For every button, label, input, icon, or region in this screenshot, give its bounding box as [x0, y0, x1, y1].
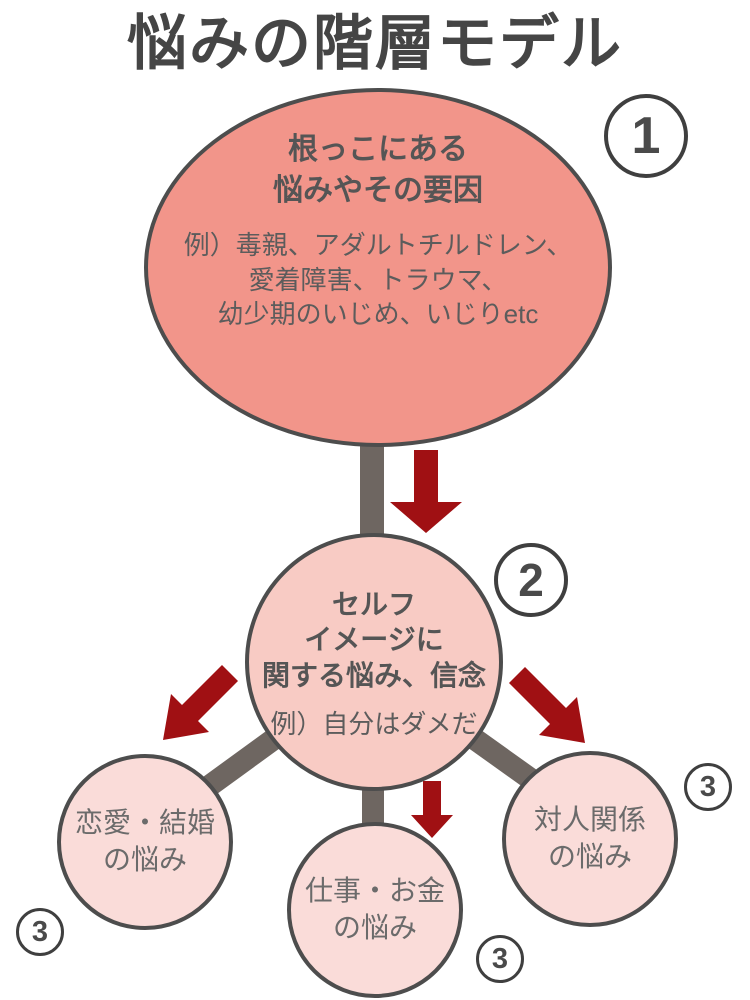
relationships-circle: 対人関係 の悩み	[502, 751, 678, 927]
relationships-badge: 3	[684, 763, 732, 811]
self-image-heading-line1: セルフ	[331, 588, 416, 620]
relationships-label-line1: 対人関係	[533, 804, 646, 836]
level2-badge: 2	[494, 543, 568, 617]
root-cause-example-line3: 幼少期のいじめ、いじりetc	[217, 299, 539, 330]
self-image-heading-line2: イメージに	[304, 624, 444, 656]
work-money-badge: 3	[476, 935, 524, 983]
root-cause-heading-line1: 根っこにある	[288, 133, 468, 166]
self-image-heading-line3: 関する悩み、信念	[261, 659, 486, 691]
down-left-arrow-icon	[163, 665, 238, 740]
root-cause-ellipse: 根っこにある 悩みやその要因 例）毒親、アダルトチルドレン、 愛着障害、トラウマ…	[144, 88, 612, 447]
self-image-example: 例）自分はダメだ	[270, 709, 478, 740]
self-image-circle: セルフ イメージに 関する悩み、信念 例）自分はダメだ	[245, 533, 503, 791]
self-image-heading: セルフ イメージに 関する悩み、信念	[262, 587, 486, 694]
small-down-arrow-icon	[411, 781, 453, 838]
root-cause-heading-line2: 悩みやその要因	[273, 173, 483, 207]
root-cause-example-line1: 例）毒親、アダルトチルドレン、	[183, 230, 573, 260]
down-right-arrow-icon	[509, 667, 585, 743]
work-money-badge-number: 3	[491, 942, 509, 975]
page-title: 悩みの階層モデル	[127, 10, 623, 77]
root-cause-examples: 例）毒親、アダルトチルドレン、 愛着障害、トラウマ、 幼少期のいじめ、いじりet…	[184, 228, 572, 332]
work-money-label-line2: の悩み	[332, 912, 417, 943]
love-marriage-circle: 恋愛・結婚 の悩み	[57, 754, 233, 930]
love-marriage-label-line1: 恋愛・結婚	[74, 807, 215, 839]
root-cause-example-line2: 愛着障害、トラウマ、	[248, 264, 508, 295]
relationships-badge-number: 3	[699, 770, 717, 803]
love-marriage-label-line2: の悩み	[102, 844, 187, 875]
level1-badge: 1	[604, 94, 688, 178]
level2-badge-number: 2	[518, 554, 544, 606]
root-cause-heading: 根っこにある 悩みやその要因	[273, 130, 483, 211]
work-money-circle: 仕事・お金 の悩み	[287, 822, 463, 998]
level1-badge-number: 1	[631, 107, 661, 165]
down-arrow-icon	[390, 450, 462, 533]
relationships-label-line2: の悩み	[547, 841, 632, 872]
work-money-label-line1: 仕事・お金	[304, 875, 445, 907]
love-marriage-badge: 3	[16, 908, 64, 956]
love-marriage-badge-number: 3	[31, 915, 49, 948]
